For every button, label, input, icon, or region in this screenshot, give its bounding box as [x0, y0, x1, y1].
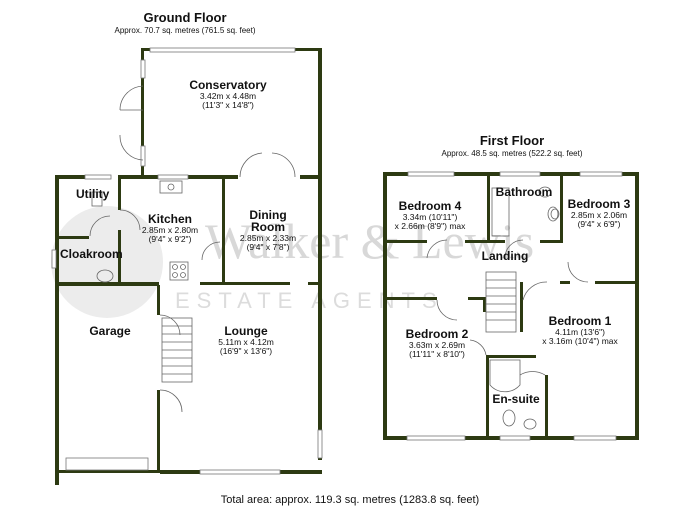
bedroom1-imperial: x 3.16m (10'4") max: [542, 336, 618, 346]
lounge-label: Lounge: [224, 324, 268, 338]
lounge-imperial: (16'9" x 13'6"): [220, 346, 272, 356]
cloakroom-label: Cloakroom: [60, 247, 123, 261]
kitchen-metric: 2.85m x 2.80m: [142, 225, 198, 235]
bedroom2-metric: 3.63m x 2.69m: [409, 340, 465, 350]
bedroom1-label: Bedroom 1: [549, 314, 612, 328]
room-kitchen: Kitchen 2.85m x 2.80m (9'4" x 9'2"): [142, 212, 198, 244]
bedroom4-metric: 3.34m (10'11"): [403, 212, 458, 222]
conservatory-metric: 3.42m x 4.48m: [200, 91, 256, 101]
room-dining: Dining Room 2.85m x 2.33m (9'4" x 7'8"): [240, 208, 296, 252]
landing-label: Landing: [482, 249, 529, 263]
dining-imperial: (9'4" x 7'8"): [247, 242, 290, 252]
first-floor-area: Approx. 48.5 sq. metres (522.2 sq. feet): [442, 149, 583, 158]
bedroom2-label: Bedroom 2: [406, 327, 469, 341]
bathroom-label: Bathroom: [496, 185, 553, 199]
total-area: Total area: approx. 119.3 sq. metres (12…: [221, 494, 479, 506]
room-bedroom1: Bedroom 1 4.11m (13'6") x 3.16m (10'4") …: [542, 314, 618, 346]
dining-metric: 2.85m x 2.33m: [240, 233, 296, 243]
lounge-metric: 5.11m x 4.12m: [218, 337, 274, 347]
bedroom3-metric: 2.85m x 2.06m: [571, 210, 627, 220]
first-floor-title: First Floor: [480, 133, 544, 148]
room-lounge: Lounge 5.11m x 4.12m (16'9" x 13'6"): [218, 324, 274, 356]
ground-floor-fixtures: [51, 47, 323, 475]
watermark-tagline: ESTATE AGENTS: [175, 288, 444, 313]
ensuite-label: En-suite: [492, 392, 540, 406]
dining-label-line1: Dining: [249, 208, 286, 222]
ground-floor-area: Approx. 70.7 sq. metres (761.5 sq. feet): [115, 26, 256, 35]
bedroom3-label: Bedroom 3: [568, 197, 631, 211]
bedroom3-imperial: (9'4" x 6'9"): [578, 219, 621, 229]
ground-floor-title: Ground Floor: [143, 10, 226, 25]
first-floor-fixtures: [406, 171, 623, 441]
kitchen-label: Kitchen: [148, 212, 192, 226]
conservatory-imperial: (11'3" x 14'8"): [202, 100, 254, 110]
room-bedroom4: Bedroom 4 3.34m (10'11") x 2.66m (8'9") …: [395, 199, 467, 231]
bedroom4-imperial: x 2.66m (8'9") max: [395, 221, 467, 231]
kitchen-imperial: (9'4" x 9'2"): [149, 234, 192, 244]
dining-label-line2: Room: [251, 220, 285, 234]
garage-label: Garage: [89, 324, 131, 338]
bedroom2-imperial: (11'11" x 8'10"): [409, 349, 465, 359]
room-conservatory: Conservatory 3.42m x 4.48m (11'3" x 14'8…: [189, 78, 267, 110]
conservatory-label: Conservatory: [189, 78, 267, 92]
bedroom4-label: Bedroom 4: [399, 199, 462, 213]
room-bedroom3: Bedroom 3 2.85m x 2.06m (9'4" x 6'9"): [568, 197, 631, 229]
watermark-disc-icon: [51, 206, 163, 318]
bedroom1-metric: 4.11m (13'6"): [555, 327, 605, 337]
utility-label: Utility: [76, 187, 110, 201]
room-bedroom2: Bedroom 2 3.63m x 2.69m (11'11" x 8'10"): [406, 327, 469, 359]
